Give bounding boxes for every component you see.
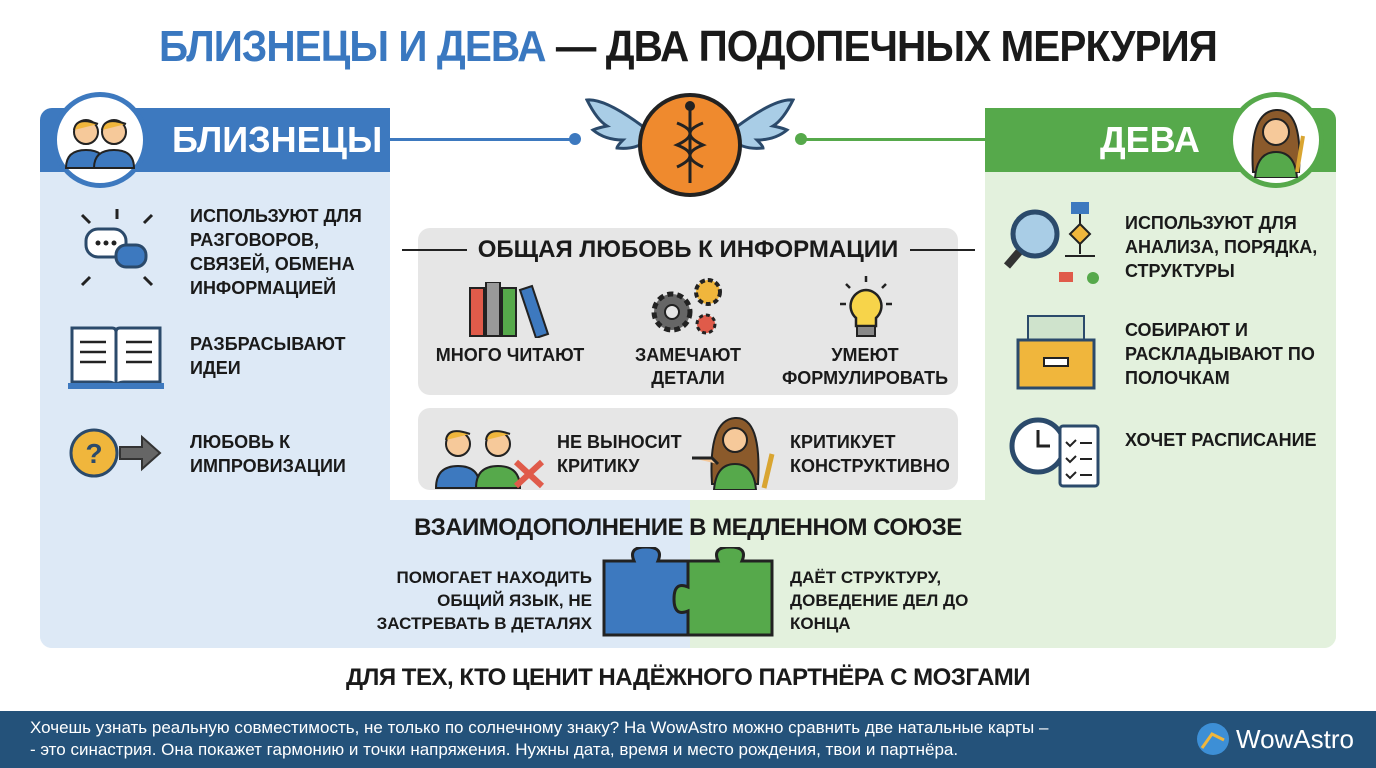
common-item-text: УМЕЮТ ФОРМУЛИРОВАТЬ [781, 345, 949, 388]
gemini-item-text: РАЗБРАСЫВАЮТ ИДЕИ [190, 334, 346, 378]
common-item-text: МНОГО ЧИТАЮТ [435, 345, 585, 365]
gemini-avatar-icon [52, 92, 148, 188]
footer-text-line: Хочешь узнать реальную совместимость, не… [30, 718, 1049, 737]
virgo-item-text: СОБИРАЮТ И РАСКЛАДЫВАЮТ ПО ПОЛОЧКАМ [1125, 320, 1315, 388]
union-virgo-text: ДАЁТ СТРУКТУРУ, ДОВЕДЕНИЕ ДЕЛ ДО КОНЦА [790, 568, 969, 633]
divider [910, 249, 975, 251]
virgo-item-text: ИСПОЛЬЗУЮТ ДЛЯ АНАЛИЗА, ПОРЯДКА, СТРУКТУ… [1125, 213, 1318, 281]
open-book-icon [68, 326, 164, 389]
tagline: ДЛЯ ТЕХ, КТО ЦЕНИТ НАДЁЖНОГО ПАРТНЁРА С … [345, 664, 1031, 691]
gemini-item-text: ЛЮБОВЬ К ИМПРОВИЗАЦИИ [190, 432, 346, 476]
connector-dot [569, 133, 581, 145]
divider [402, 249, 467, 251]
gemini-criticism-text: НЕ ВЫНОСИТ КРИТИКУ [557, 432, 682, 476]
virgo-connector [800, 138, 985, 141]
clock-checklist-icon [1009, 417, 1100, 488]
footer-banner: Хочешь узнать реальную совместимость, не… [0, 711, 1376, 768]
wowastro-logo-icon [1197, 723, 1229, 755]
svg-text:?: ? [85, 438, 102, 469]
virgo-avatar-icon [1228, 92, 1324, 188]
page-title: БЛИЗНЕЦЫ И ДЕВА — ДВА ПОДОПЕЧНЫХ МЕРКУРИ… [159, 22, 1218, 71]
books-icon [469, 282, 550, 338]
gemini-panel-bottom [40, 500, 690, 648]
virgo-pointing-icon [692, 416, 775, 490]
question-arrow-icon: ? [69, 428, 162, 478]
virgo-criticism-text: КРИТИКУЕТ КОНСТРУКТИВНО [790, 432, 950, 476]
lightbulb-icon [840, 276, 892, 337]
magnifier-flowchart-icon [1003, 202, 1099, 284]
wowastro-brand: WowAstro [1236, 723, 1354, 754]
gears-icon [651, 278, 722, 335]
chat-bubbles-icon [80, 209, 154, 287]
mercury-emblem-icon [585, 93, 795, 197]
virgo-item-text: ХОЧЕТ РАСПИСАНИЕ [1125, 430, 1317, 450]
puzzle-icon [602, 547, 774, 637]
file-drawer-icon [1016, 315, 1096, 390]
union-gemini-text: ПОМОГАЕТ НАХОДИТЬ ОБЩИЙ ЯЗЫК, НЕ ЗАСТРЕВ… [376, 568, 592, 633]
gemini-item-text: ИСПОЛЬЗУЮТ ДЛЯ РАЗГОВОРОВ, СВЯЗЕЙ, ОБМЕН… [190, 206, 362, 298]
footer-text-line: - это синастрия. Она покажет гармонию и … [30, 740, 959, 759]
wowastro-logo[interactable]: WowAstro [1196, 722, 1354, 756]
union-title: ВЗАИМОДОПОЛНЕНИЕ В МЕДЛЕННОМ СОЮЗЕ [414, 514, 962, 541]
common-love-title: ОБЩАЯ ЛЮБОВЬ К ИНФОРМАЦИИ [477, 236, 899, 263]
twins-cross-icon [434, 430, 545, 489]
common-item-text: ЗАМЕЧАЮТ ДЕТАЛИ [634, 345, 742, 388]
gemini-connector [390, 138, 575, 141]
virgo-panel-bottom [690, 500, 1336, 648]
connector-dot [795, 133, 807, 145]
